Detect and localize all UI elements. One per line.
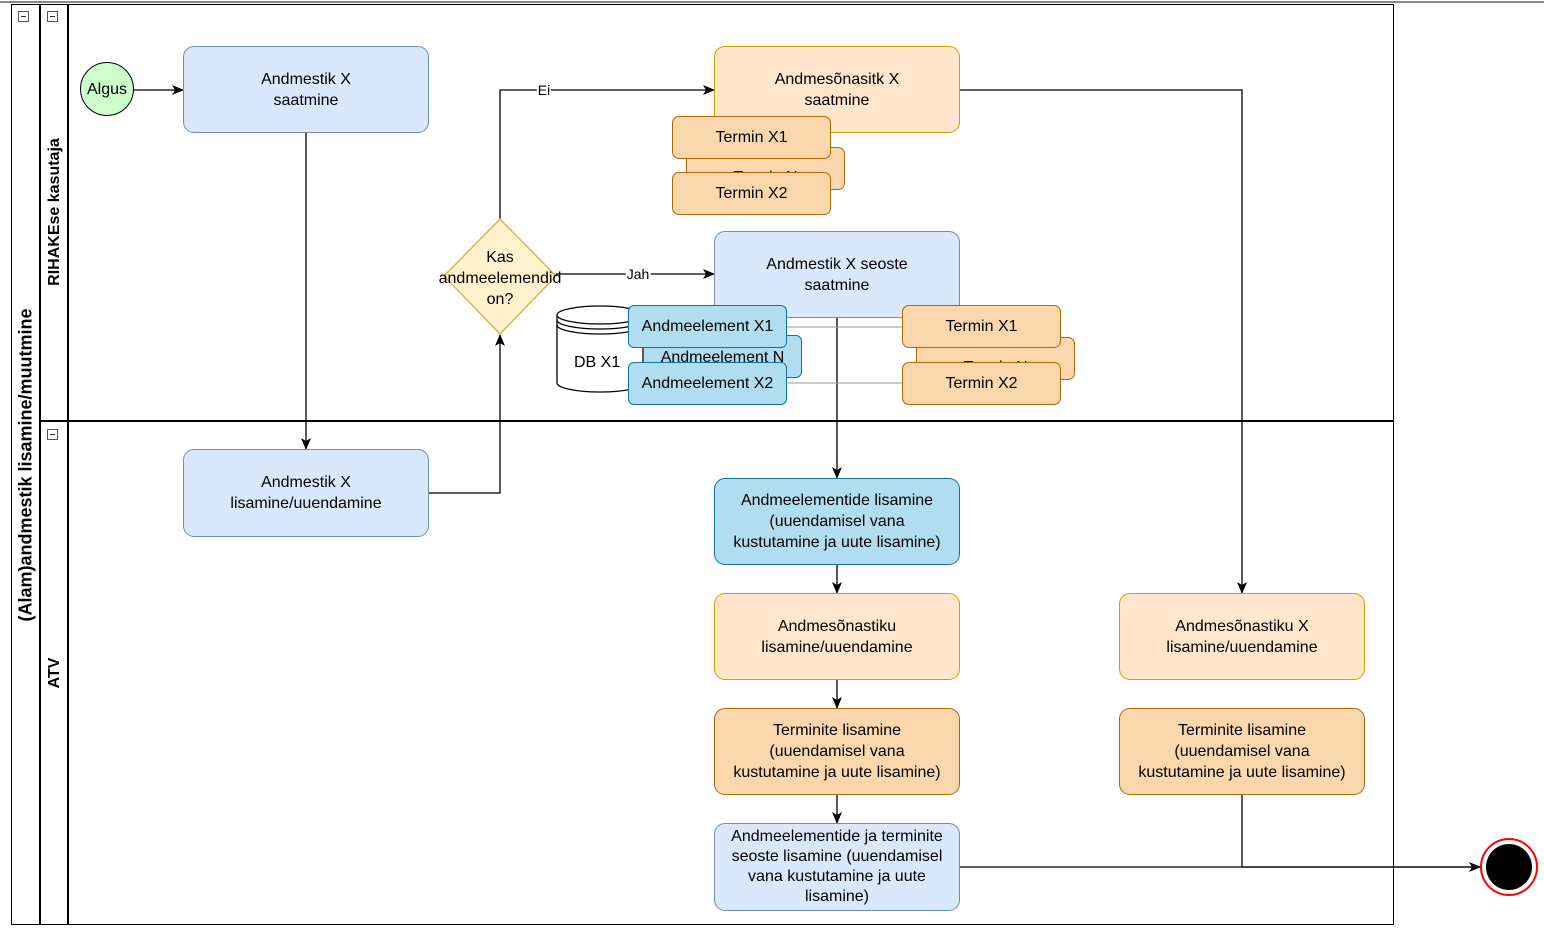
lane-separator — [39, 420, 1394, 422]
task-add-glossary-a[interactable]: Andmesõnastiku lisamine/uuendamine — [714, 593, 960, 680]
edge-label-no: Ei — [536, 82, 552, 98]
edge-glossary-to-add-glossary-b — [960, 89, 1247, 594]
task-add-elements[interactable]: Andmeelementide lisamine (uuendamisel va… — [714, 478, 960, 565]
top-border — [0, 1, 1544, 3]
gateway-diamond[interactable] — [443, 218, 557, 335]
task-add-glossary-b[interactable]: Andmesõnastiku X lisamine/uuendamine — [1119, 593, 1365, 680]
task-send-relations[interactable]: Andmestik X seoste saatmine — [714, 231, 960, 318]
start-event[interactable]: Algus — [80, 62, 134, 116]
term-right-x1[interactable]: Termin X1 — [902, 305, 1061, 348]
task-add-relations[interactable]: Andmeelementide ja terminite seoste lisa… — [714, 823, 960, 911]
edge-label-yes: Jah — [625, 266, 651, 282]
end-event[interactable] — [1480, 838, 1538, 896]
lane-user-collapse-icon[interactable] — [47, 11, 58, 22]
task-add-terms-a[interactable]: Terminite lisamine (uuendamisel vana kus… — [714, 708, 960, 795]
task-send-glossary[interactable]: Andmesõnasitk X saatmine — [714, 46, 960, 133]
edge-add-to-gateway — [429, 334, 505, 494]
edge-terms-b-to-end — [1241, 795, 1480, 868]
task-add-terms-b[interactable]: Terminite lisamine (uuendamisel vana kus… — [1119, 708, 1365, 795]
task-send-dataset[interactable]: Andmestik X saatmine — [183, 46, 429, 133]
pool — [11, 4, 1394, 925]
gateway-label: Kas andmeelemendid on? — [438, 248, 562, 308]
term-top-x2[interactable]: Termin X2 — [672, 172, 831, 215]
element-x1[interactable]: Andmeelement X1 — [628, 305, 787, 348]
element-x2[interactable]: Andmeelement X2 — [628, 362, 787, 405]
pool-header-divider — [39, 4, 41, 925]
pool-collapse-icon[interactable] — [18, 11, 29, 22]
end-event-core — [1486, 844, 1532, 890]
task-add-update-dataset[interactable]: Andmestik X lisamine/uuendamine — [183, 449, 429, 537]
edge-gateway-no — [499, 85, 715, 220]
database-label: DB X1 — [574, 354, 621, 371]
term-right-x2[interactable]: Termin X2 — [902, 362, 1061, 405]
term-top-x1[interactable]: Termin X1 — [672, 116, 831, 159]
lane-atv-collapse-icon[interactable] — [47, 429, 58, 440]
lane-header-divider — [67, 4, 69, 925]
